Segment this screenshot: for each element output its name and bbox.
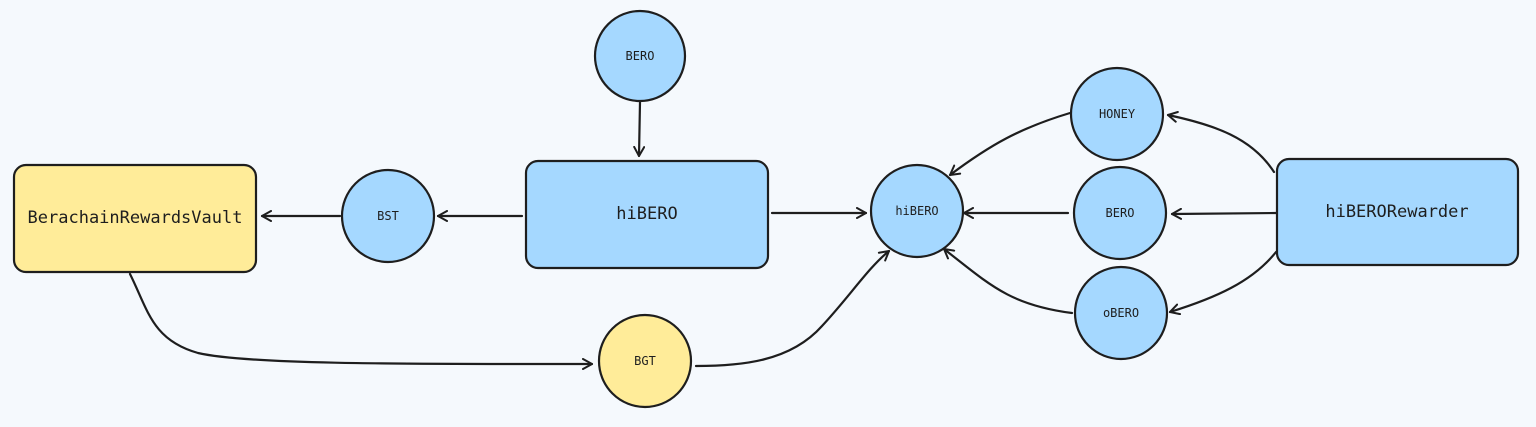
vault-rect [12, 163, 258, 274]
bero-top-label: BERO [626, 49, 655, 63]
edge-rewarder-to-honey [1166, 110, 1276, 174]
bero-right-circle [1072, 165, 1168, 261]
bst-label: BST [377, 209, 399, 223]
node-hibero-circle: hiBERO [869, 163, 965, 259]
edges [128, 100, 1278, 371]
rewarder-label: hiBERORewarder [1325, 202, 1468, 222]
edge-rewarder-to-obero [1168, 250, 1278, 316]
honey-circle [1069, 66, 1165, 162]
node-bero-right: BERO [1072, 165, 1168, 261]
obero-circle [1073, 265, 1169, 361]
node-bero-top: BERO [593, 9, 687, 103]
hibero-box-rect [524, 159, 770, 270]
hibero-circle-shape [869, 163, 965, 259]
node-hibero-box: hiBERO [524, 159, 770, 270]
node-obero: oBERO [1073, 265, 1169, 361]
node-rewarder: hiBERORewarder [1275, 157, 1520, 267]
bero-top-circle [593, 9, 687, 103]
node-honey: HONEY [1069, 66, 1165, 162]
bgt-circle [597, 313, 693, 409]
hibero-circle-label: hiBERO [895, 204, 938, 218]
node-vault: BerachainRewardsVault [12, 163, 258, 274]
edge-vault-to-bgt [128, 272, 594, 371]
node-bst: BST [340, 168, 436, 264]
bero-right-label: BERO [1106, 206, 1135, 220]
rewarder-rect [1275, 157, 1520, 267]
honey-label: HONEY [1099, 107, 1136, 121]
edge-rewarder-to-bero-right [1170, 207, 1278, 220]
vault-label: BerachainRewardsVault [28, 208, 243, 228]
hibero-box-label: hiBERO [616, 204, 677, 224]
edge-honey-to-hibero-circle [948, 111, 1072, 177]
edge-obero-to-hibero-circle [942, 247, 1074, 315]
edge-bero-to-hibero-box [633, 100, 646, 158]
node-bgt: BGT [597, 313, 693, 409]
edge-bgt-to-hibero-circle [694, 249, 891, 368]
bst-circle [340, 168, 436, 264]
obero-label: oBERO [1103, 306, 1139, 320]
bgt-label: BGT [634, 354, 656, 368]
